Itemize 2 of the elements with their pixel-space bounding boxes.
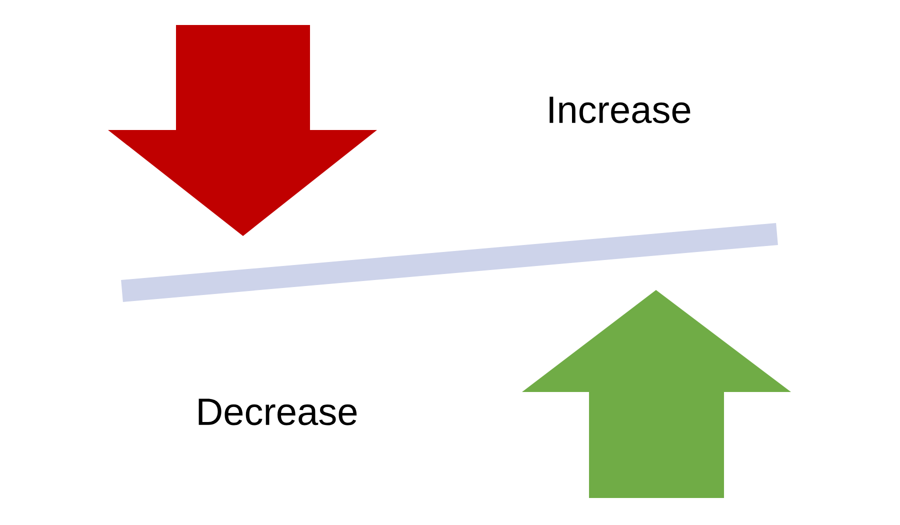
trend-label: Increase xyxy=(550,96,690,124)
trend-label: Decrease xyxy=(198,398,357,426)
